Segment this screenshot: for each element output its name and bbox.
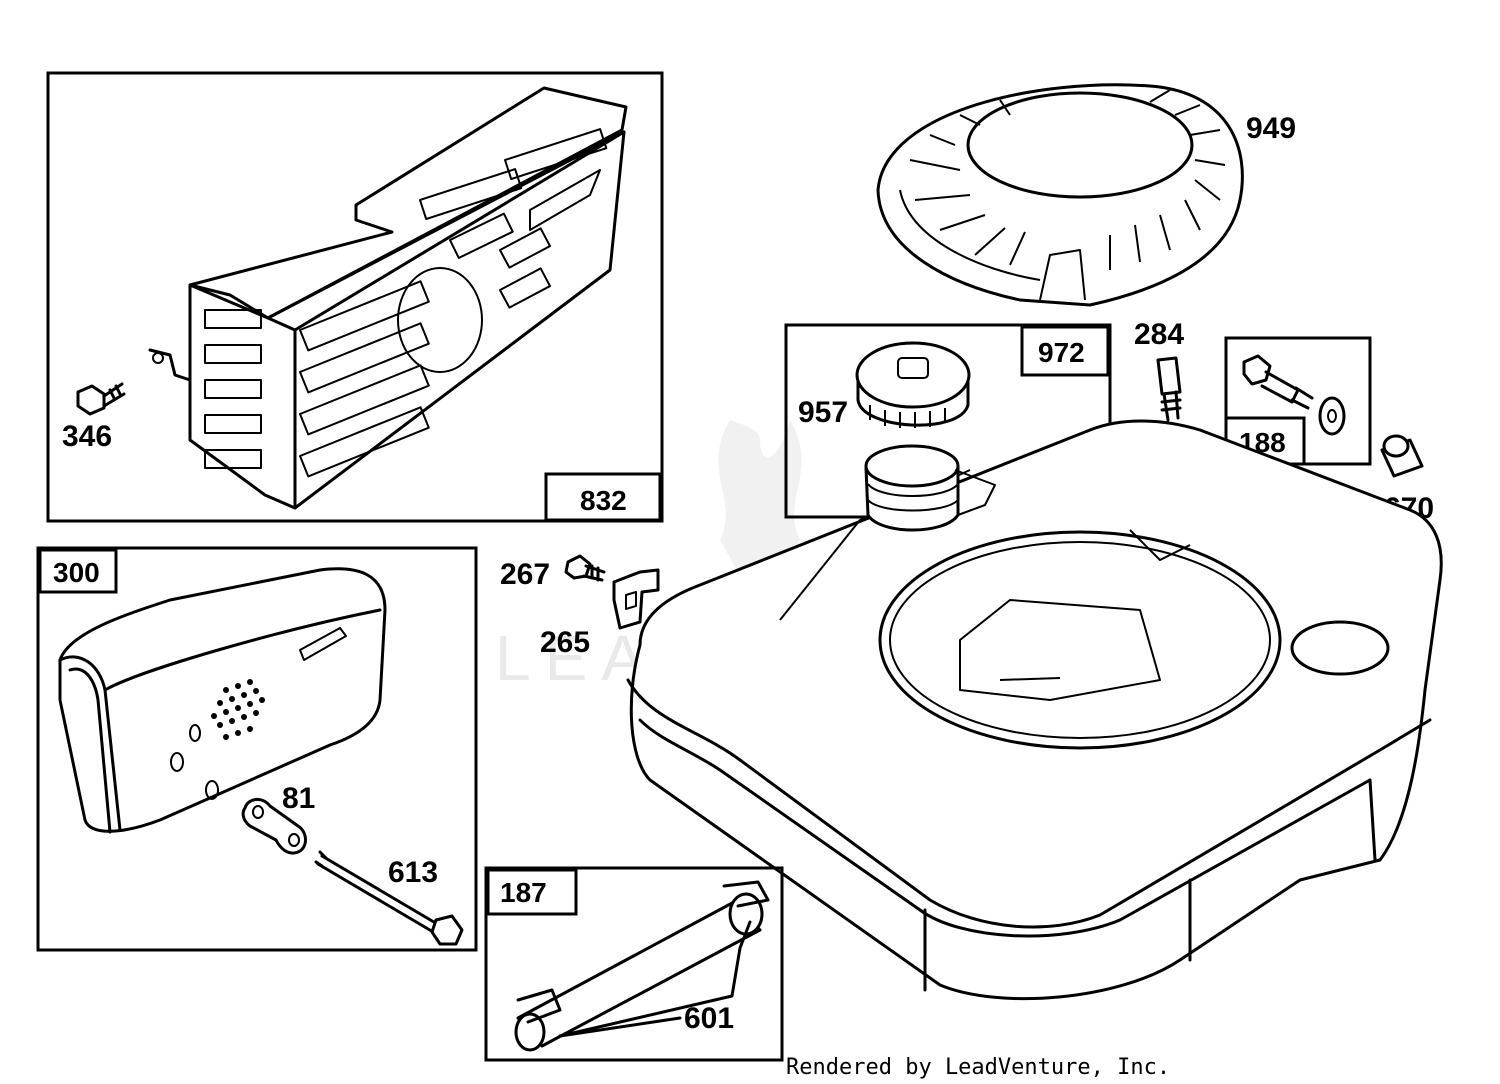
gasket-81-drawing[interactable] xyxy=(241,798,307,855)
stud-284-drawing[interactable] xyxy=(1156,356,1182,422)
fuel-line-drawing[interactable] xyxy=(514,880,770,1052)
fuel-tank-drawing[interactable] xyxy=(626,419,1443,1001)
part-label-957[interactable]: 957 xyxy=(798,396,848,429)
leader-line-601-b xyxy=(558,1016,682,1038)
assembly-tag-832 xyxy=(544,472,662,522)
leader-line-601 xyxy=(558,920,752,1038)
assembly-tag-972 xyxy=(1020,325,1110,377)
clip-265-drawing[interactable] xyxy=(612,568,660,630)
assembly-tag-300 xyxy=(38,548,118,594)
shoulder-bolt-188-drawing[interactable] xyxy=(1242,354,1346,436)
part-label-81[interactable]: 81 xyxy=(282,782,315,815)
heat-shield-drawing[interactable] xyxy=(148,86,628,510)
assembly-tag-187 xyxy=(486,868,578,916)
fuel-cap-drawing[interactable] xyxy=(855,341,971,428)
bolt-346-drawing[interactable] xyxy=(76,382,126,416)
assembly-box-832 xyxy=(46,71,664,523)
footer-credit: Rendered by LeadVenture, Inc. xyxy=(786,1055,1170,1080)
part-label-346[interactable]: 346 xyxy=(62,420,112,453)
assembly-box-187 xyxy=(484,866,784,1062)
part-label-265[interactable]: 265 xyxy=(540,626,590,659)
assembly-label-300[interactable]: 300 xyxy=(53,557,100,588)
muffler-drawing[interactable] xyxy=(58,567,387,834)
assembly-label-972[interactable]: 972 xyxy=(1038,337,1085,368)
bolt-613-drawing[interactable] xyxy=(314,850,464,946)
assembly-box-300 xyxy=(36,546,478,952)
part-label-613[interactable]: 613 xyxy=(388,856,438,889)
part-label-284[interactable]: 284 xyxy=(1134,318,1184,351)
screw-267-drawing[interactable] xyxy=(564,554,606,582)
assembly-label-187[interactable]: 187 xyxy=(500,877,547,908)
part-label-601[interactable]: 601 xyxy=(684,1002,734,1035)
part-label-949[interactable]: 949 xyxy=(1246,112,1296,145)
spacer-670-drawing[interactable] xyxy=(1380,434,1424,478)
assembly-label-832[interactable]: 832 xyxy=(580,485,627,516)
blower-housing-drawing[interactable] xyxy=(876,83,1244,307)
part-label-267[interactable]: 267 xyxy=(500,558,550,591)
